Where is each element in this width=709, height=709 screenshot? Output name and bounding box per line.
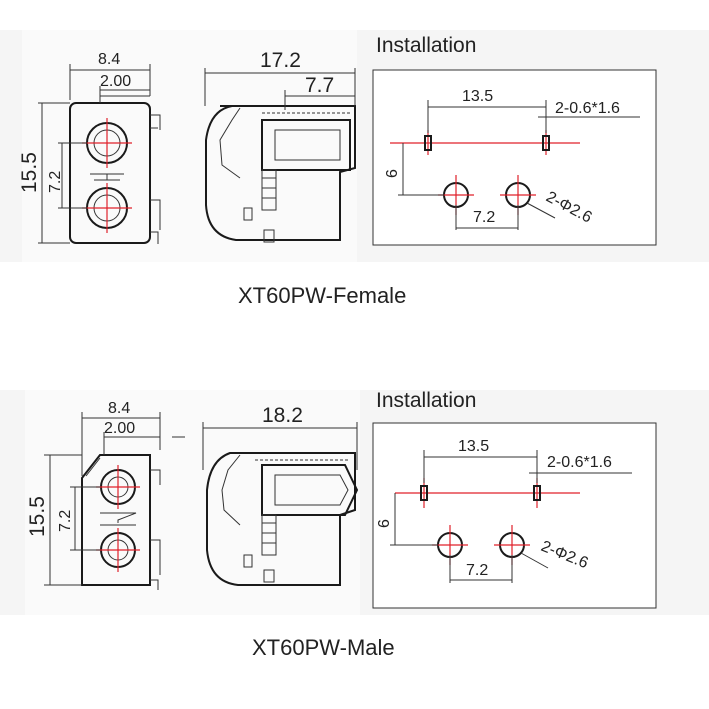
female-installation-drawing xyxy=(372,69,657,246)
male-side-view xyxy=(202,422,359,586)
female-side-partial-label: 7.7 xyxy=(305,74,334,97)
female-installation-title: Installation xyxy=(376,34,476,57)
female-height-label: 15.5 xyxy=(18,152,41,193)
male-side-length-label: 18.2 xyxy=(262,404,303,427)
male-inst-vertical-label: 6 xyxy=(376,519,393,528)
male-inst-pin-distance-label: 13.5 xyxy=(458,438,489,455)
male-inst-slot-label: 2-0.6*1.6 xyxy=(547,454,612,471)
female-side-length-label: 17.2 xyxy=(260,49,301,72)
female-front-width-label: 8.4 xyxy=(98,51,120,68)
female-inst-slot-label: 2-0.6*1.6 xyxy=(555,100,620,117)
male-height-label: 15.5 xyxy=(26,496,49,537)
male-front-width-label: 8.4 xyxy=(108,400,130,417)
female-pin-offset-label: 2.00 xyxy=(100,73,131,90)
male-inst-hole-spacing-label: 7.2 xyxy=(466,562,488,579)
female-caption: XT60PW-Female xyxy=(238,283,406,308)
male-installation-title: Installation xyxy=(376,389,476,412)
female-front-view xyxy=(38,64,161,244)
female-pin-spacing-label: 7.2 xyxy=(47,171,64,193)
female-inst-pin-distance-label: 13.5 xyxy=(462,88,493,105)
male-pin-spacing-label: 7.2 xyxy=(57,510,74,532)
male-installation-drawing xyxy=(372,422,657,609)
male-section: 8.4 2.00 15.5 7.2 18.2 Installation xyxy=(0,389,709,660)
male-pin-offset-label: 2.00 xyxy=(104,420,135,437)
female-side-view xyxy=(204,68,356,243)
female-inst-vertical-label: 6 xyxy=(384,169,401,178)
female-section: 8.4 2.00 15.5 7.2 17.2 7.7 Installa xyxy=(0,30,709,308)
female-inst-hole-spacing-label: 7.2 xyxy=(473,209,495,226)
male-caption: XT60PW-Male xyxy=(252,635,395,660)
male-front-view xyxy=(44,412,185,590)
